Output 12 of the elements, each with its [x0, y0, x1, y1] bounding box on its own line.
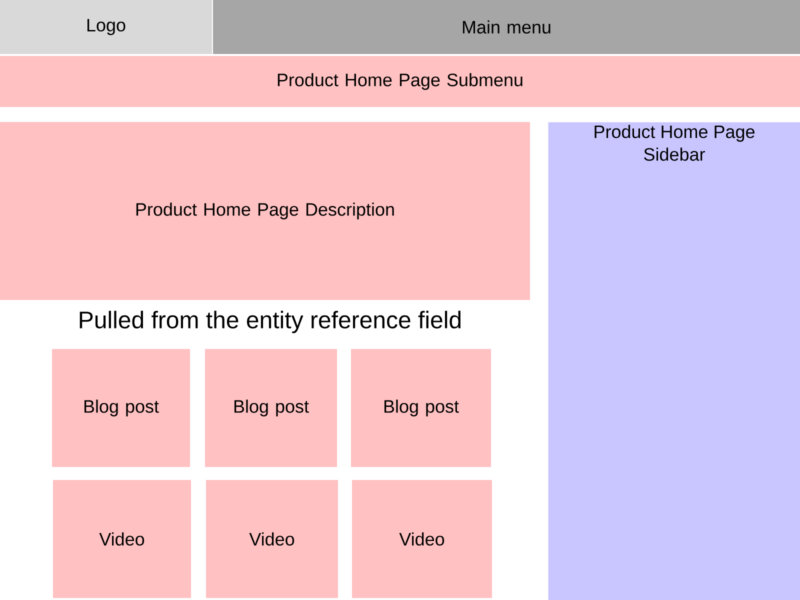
content-card: Video: [206, 480, 338, 598]
content-card: Blog post: [52, 349, 190, 467]
content-card: Blog post: [351, 349, 491, 467]
content-card: Blog post: [205, 349, 337, 467]
content-card: Video: [53, 480, 191, 598]
content-card: Video: [352, 480, 492, 598]
content-block: Product Home Page Description: [0, 122, 530, 300]
section-heading: Pulled from the entity reference field: [80, 310, 460, 334]
header-box: Logo: [0, 0, 212, 54]
menu-bar: Main menu: [213, 0, 800, 54]
sidebar-panel: Product Home Page Sidebar: [548, 122, 800, 600]
submenu-bar: Product Home Page Submenu: [0, 56, 800, 107]
